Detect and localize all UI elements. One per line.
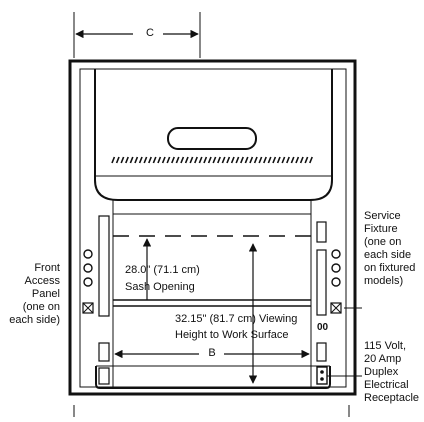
slot-mark [286,156,290,164]
service-fixtures: 00 [316,221,342,385]
outer-cabinet [68,59,357,396]
slot-mark [253,156,258,164]
slot-mark [129,156,134,164]
slot-mark [299,156,304,164]
slot-mark [175,156,180,164]
slot-mark [290,156,295,164]
slot-mark [143,156,148,164]
slot-mark [138,156,143,164]
slot-mark [171,156,175,164]
slot-mark [198,156,203,164]
slot-mark [212,156,217,164]
slot-mark [226,156,231,164]
slot-mark [125,156,129,164]
dimension-c [73,12,201,58]
viewing-height-value: 32.15" (81.7 cm) Viewing [175,313,298,325]
sash-slot-pattern [111,156,313,164]
viewing-height-text: Height to Work Surface [175,329,289,341]
slot-mark [115,156,120,164]
slot-mark [263,156,267,164]
svg-text:00: 00 [317,322,329,333]
sash-opening-value: 28.0" (71.1 cm) [125,264,200,276]
slot-mark [207,156,212,164]
slot-mark [120,156,125,164]
slot-mark [295,156,300,164]
slot-mark [267,156,272,164]
slot-mark [258,156,263,164]
slot-mark [249,156,254,164]
slot-mark [240,156,244,164]
slot-mark [230,156,235,164]
slot-mark [221,156,226,164]
slot-mark [244,156,249,164]
service-fixture-label: Service Fixture (one on each side on fix… [364,210,416,287]
slot-mark [276,156,281,164]
slot-mark [304,156,309,164]
slot-mark [235,156,240,164]
slot-mark [272,156,277,164]
slot-mark [217,156,221,164]
slot-mark [281,156,286,164]
front-access-panel-label: Front Access Panel (one on each side) [9,262,60,326]
receptacle-label: 115 Volt, 20 Amp Duplex Electrical Recep… [364,340,420,404]
slot-mark [134,156,139,164]
dimension-b-label: B [208,347,216,359]
slot-mark [152,156,157,164]
slot-mark [166,156,171,164]
sash-panel [94,69,333,201]
slot-mark [111,156,116,164]
front-access-panel [82,215,110,385]
work-chamber [95,200,331,389]
slot-mark [309,156,313,164]
sash-handle [167,127,257,150]
dimension-c-label: C [146,27,154,39]
slot-mark [194,156,198,164]
slot-mark [184,156,189,164]
duplex-receptacle [316,366,328,385]
slot-mark [189,156,194,164]
slot-mark [161,156,166,164]
slot-mark [180,156,185,164]
slot-mark [203,156,208,164]
sash-opening-text: Sash Opening [125,281,195,293]
slot-mark [157,156,162,164]
slot-mark [148,156,152,164]
